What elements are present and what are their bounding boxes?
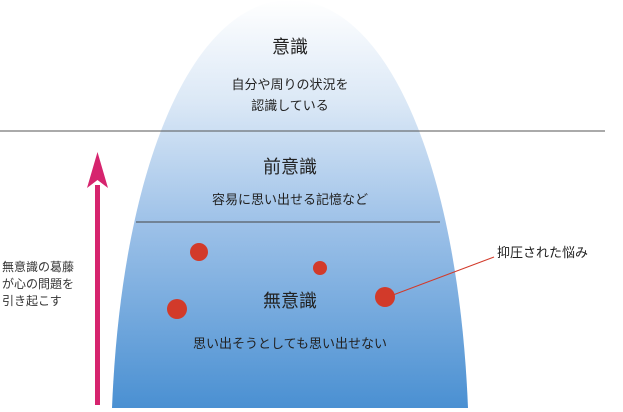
preconscious-title: 前意識 <box>263 157 317 178</box>
unconscious-title: 無意識 <box>263 291 317 312</box>
arrow-shaft <box>95 185 100 405</box>
conscious-desc-line2: 認識している <box>251 99 329 114</box>
unconscious-desc: 思い出そうとしても思い出せない <box>193 337 387 352</box>
conscious-desc-line1: 自分や周りの状況を <box>231 78 349 93</box>
mind-mound <box>112 0 468 408</box>
arrow-head <box>87 152 108 188</box>
repressed-dot <box>313 261 327 275</box>
repressed-dot <box>190 243 208 261</box>
repressed-callout: 抑圧された悩み <box>497 246 589 261</box>
repressed-dot <box>375 287 395 307</box>
side-note: 無意識の葛藤 が心の問題を 引き起こす <box>2 260 75 308</box>
repressed-dot <box>167 299 187 319</box>
callout-line <box>392 256 495 296</box>
conscious-title: 意識 <box>272 37 308 58</box>
preconscious-desc: 容易に思い出せる記憶など <box>211 193 368 208</box>
